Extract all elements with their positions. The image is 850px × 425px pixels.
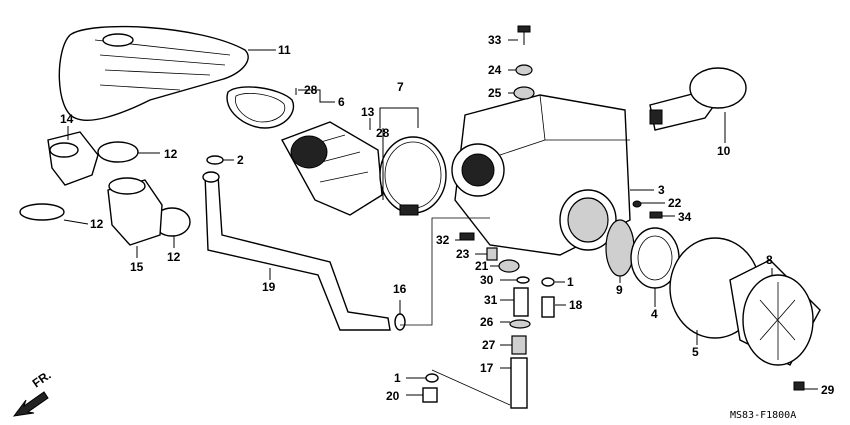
- label-33: 33: [488, 33, 502, 47]
- guide-line-drain: [431, 369, 511, 406]
- label-20: 20: [386, 389, 400, 403]
- clip-1a-part: [541, 277, 555, 287]
- label-26: 26: [480, 315, 494, 329]
- washer-part: [632, 200, 642, 208]
- grommet-lower-part: [513, 86, 535, 100]
- label-1-right: 1: [567, 275, 574, 289]
- label-12-lower: 12: [167, 250, 181, 264]
- label-18: 18: [569, 298, 583, 312]
- label-24: 24: [488, 63, 502, 77]
- label-17: 17: [480, 361, 494, 375]
- label-11: 11: [278, 43, 291, 57]
- connecting-tube-part: [107, 177, 163, 246]
- label-22: 22: [668, 196, 682, 210]
- label-19: 19: [262, 280, 276, 294]
- grommet-21-part: [498, 259, 520, 273]
- clamp-26-part: [509, 319, 531, 329]
- intake-boot-part: [280, 121, 383, 216]
- screw-part: [517, 25, 531, 45]
- label-28-upper: 28: [304, 83, 318, 97]
- joint-part: [511, 335, 527, 355]
- label-3: 3: [658, 183, 665, 197]
- label-23: 23: [456, 247, 470, 261]
- drain-tube-part: [510, 357, 528, 409]
- label-2: 2: [237, 153, 244, 167]
- hose-clamp-part: [379, 136, 447, 216]
- grommet-upper-part: [515, 64, 533, 76]
- drain-cap-part: [541, 296, 555, 318]
- label-34: 34: [678, 210, 692, 224]
- collar-part: [486, 247, 498, 261]
- label-1-left: 1: [394, 371, 401, 385]
- plug-20-part: [422, 387, 438, 403]
- label-15: 15: [130, 260, 144, 274]
- label-30: 30: [480, 273, 494, 287]
- air-box-cover-part: [58, 25, 249, 121]
- label-28-lower: 28: [376, 126, 390, 140]
- bolt-34-part: [649, 211, 663, 219]
- label-4: 4: [651, 307, 658, 321]
- air-filter-element-part: [729, 259, 821, 366]
- clip-16-part: [394, 313, 406, 331]
- label-16: 16: [393, 282, 407, 296]
- direction-label: FR.: [30, 368, 54, 391]
- label-14: 14: [60, 112, 74, 126]
- seal-part: [605, 219, 635, 277]
- label-32: 32: [436, 233, 450, 247]
- intake-duct-part: [47, 131, 99, 186]
- label-27: 27: [482, 338, 496, 352]
- label-6: 6: [338, 95, 345, 109]
- label-7: 7: [397, 80, 404, 94]
- guide-line-hose: [400, 217, 490, 326]
- band-upper-part: [97, 141, 139, 163]
- label-31: 31: [484, 293, 498, 307]
- clip-part: [206, 155, 224, 165]
- drain-plug-part: [513, 287, 529, 317]
- clip-1b-part: [425, 373, 439, 383]
- front-direction-arrow-icon: [12, 391, 49, 417]
- label-5: 5: [692, 345, 699, 359]
- diagram-code: MS83-F1800A: [730, 410, 796, 421]
- bolt-32-part: [459, 232, 475, 241]
- label-12-upper: 12: [164, 147, 178, 161]
- air-cleaner-case-part: [451, 94, 631, 256]
- label-10: 10: [717, 144, 731, 158]
- band-left-part: [19, 203, 65, 221]
- label-13: 13: [361, 105, 375, 119]
- label-25: 25: [488, 86, 502, 100]
- bolt-29-part: [793, 381, 805, 391]
- clip-30-part: [516, 276, 530, 284]
- label-9: 9: [616, 283, 623, 297]
- leader-lines: [63, 39, 818, 396]
- drain-hose-part: [202, 171, 391, 331]
- label-21: 21: [475, 259, 489, 273]
- gasket-part: [226, 86, 295, 129]
- air-guide-part: [649, 67, 747, 131]
- label-8: 8: [766, 253, 773, 267]
- label-29: 29: [821, 383, 835, 397]
- label-12-left: 12: [90, 217, 104, 231]
